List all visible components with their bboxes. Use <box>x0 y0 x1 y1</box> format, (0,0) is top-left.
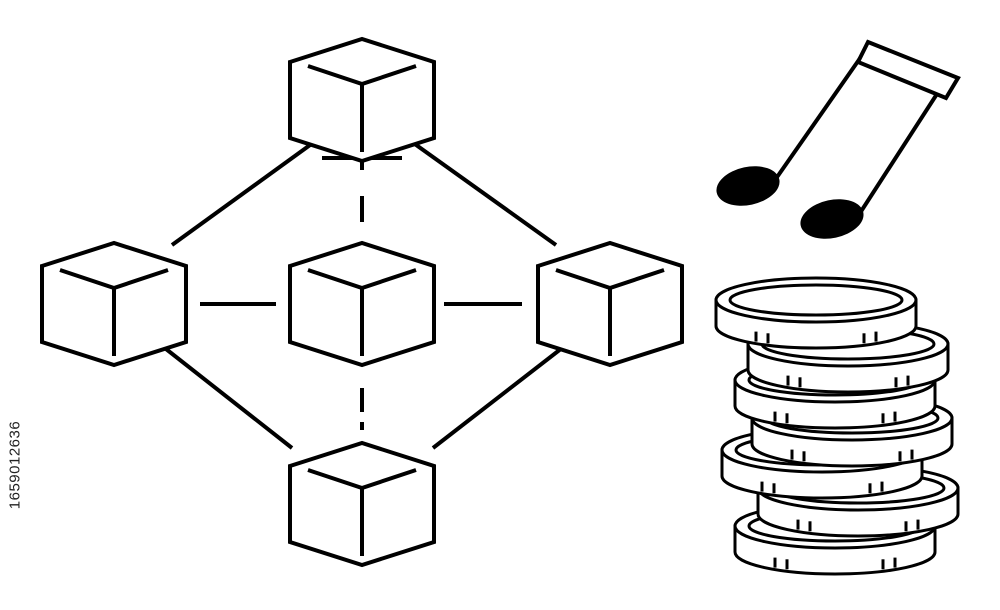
coin <box>714 276 918 350</box>
block-cube-top <box>288 37 436 163</box>
stock-id-watermark: 1659012636 <box>4 360 26 570</box>
beamed-eighth-notes-icon <box>716 39 961 239</box>
blockchain-network-icon <box>150 130 577 450</box>
coin-stack-icon <box>714 276 960 576</box>
block-cube-right <box>536 241 684 367</box>
block-cube-bottom <box>288 441 436 567</box>
link-left-bottom <box>150 336 294 450</box>
block-cube-center <box>288 241 436 367</box>
stock-id-text: 1659012636 <box>6 420 24 510</box>
link-right-bottom <box>431 336 577 450</box>
block-cube-left <box>40 241 188 367</box>
link-top-left <box>170 130 330 247</box>
link-top-right <box>396 130 558 247</box>
